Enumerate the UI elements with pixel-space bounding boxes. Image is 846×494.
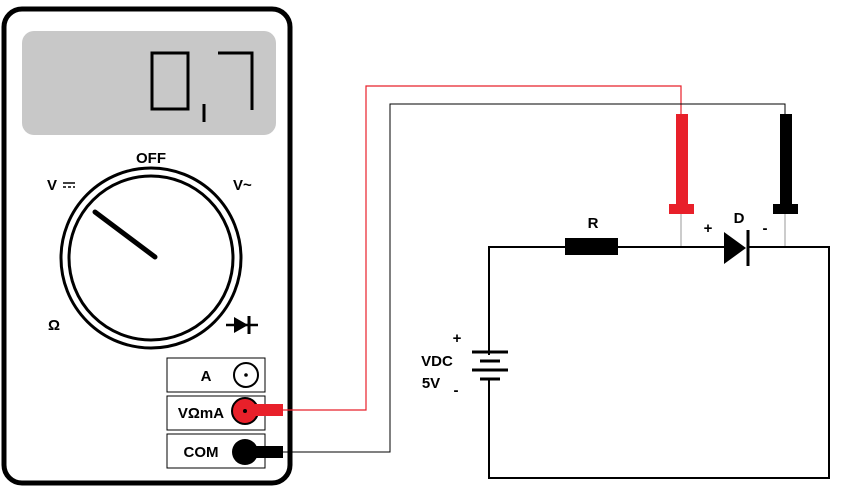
black-plug	[255, 446, 283, 458]
multimeter: 0 , 7 OFF V V~ Ω A	[1, 6, 293, 486]
red-plug	[255, 404, 283, 416]
probe-minus-label: -	[763, 220, 768, 237]
diode-icon	[226, 316, 258, 334]
diode	[724, 230, 750, 266]
jack-a[interactable]: A	[166, 357, 266, 393]
dial-label-ohm: Ω	[48, 317, 60, 334]
circuit-wire	[488, 246, 565, 355]
display-digit-7	[218, 51, 254, 110]
battery-plus-label: +	[453, 330, 462, 347]
jack-label-a: A	[201, 368, 212, 385]
source-voltage-label: 5V	[422, 375, 440, 392]
diode-label: D	[734, 210, 745, 227]
red-probe-guard	[669, 204, 694, 214]
dial-label-v-ac: V~	[233, 177, 252, 194]
red-probe-handle[interactable]	[676, 114, 688, 208]
lcd-display: 0 , 7	[22, 31, 276, 135]
jack-vohma[interactable]: VΩmA	[166, 395, 266, 431]
dial-label-v-dc: V	[47, 177, 57, 194]
red-probe-lead	[255, 85, 694, 416]
rotary-selector-dial[interactable]	[59, 166, 243, 350]
circuit: R D + - + - VDC 5V	[421, 210, 830, 479]
battery	[472, 350, 508, 381]
probe-plus-label: +	[704, 220, 713, 237]
source-type-label: VDC	[421, 353, 453, 370]
resistor-label: R	[588, 215, 599, 232]
dc-symbol-icon	[63, 182, 75, 188]
resistor	[565, 238, 618, 255]
jack-label-vohma: VΩmA	[178, 405, 224, 422]
jack-com[interactable]: COM	[166, 433, 266, 469]
black-probe-lead	[255, 103, 798, 458]
jack-label-com: COM	[184, 444, 219, 461]
display-digit-0	[150, 51, 190, 111]
black-probe-handle[interactable]	[780, 114, 792, 208]
black-probe-guard	[773, 204, 798, 214]
jack-com-socket[interactable]	[232, 439, 258, 465]
dial-label-off: OFF	[136, 150, 166, 167]
battery-minus-label: -	[454, 382, 459, 399]
dial-pointer	[92, 209, 158, 260]
